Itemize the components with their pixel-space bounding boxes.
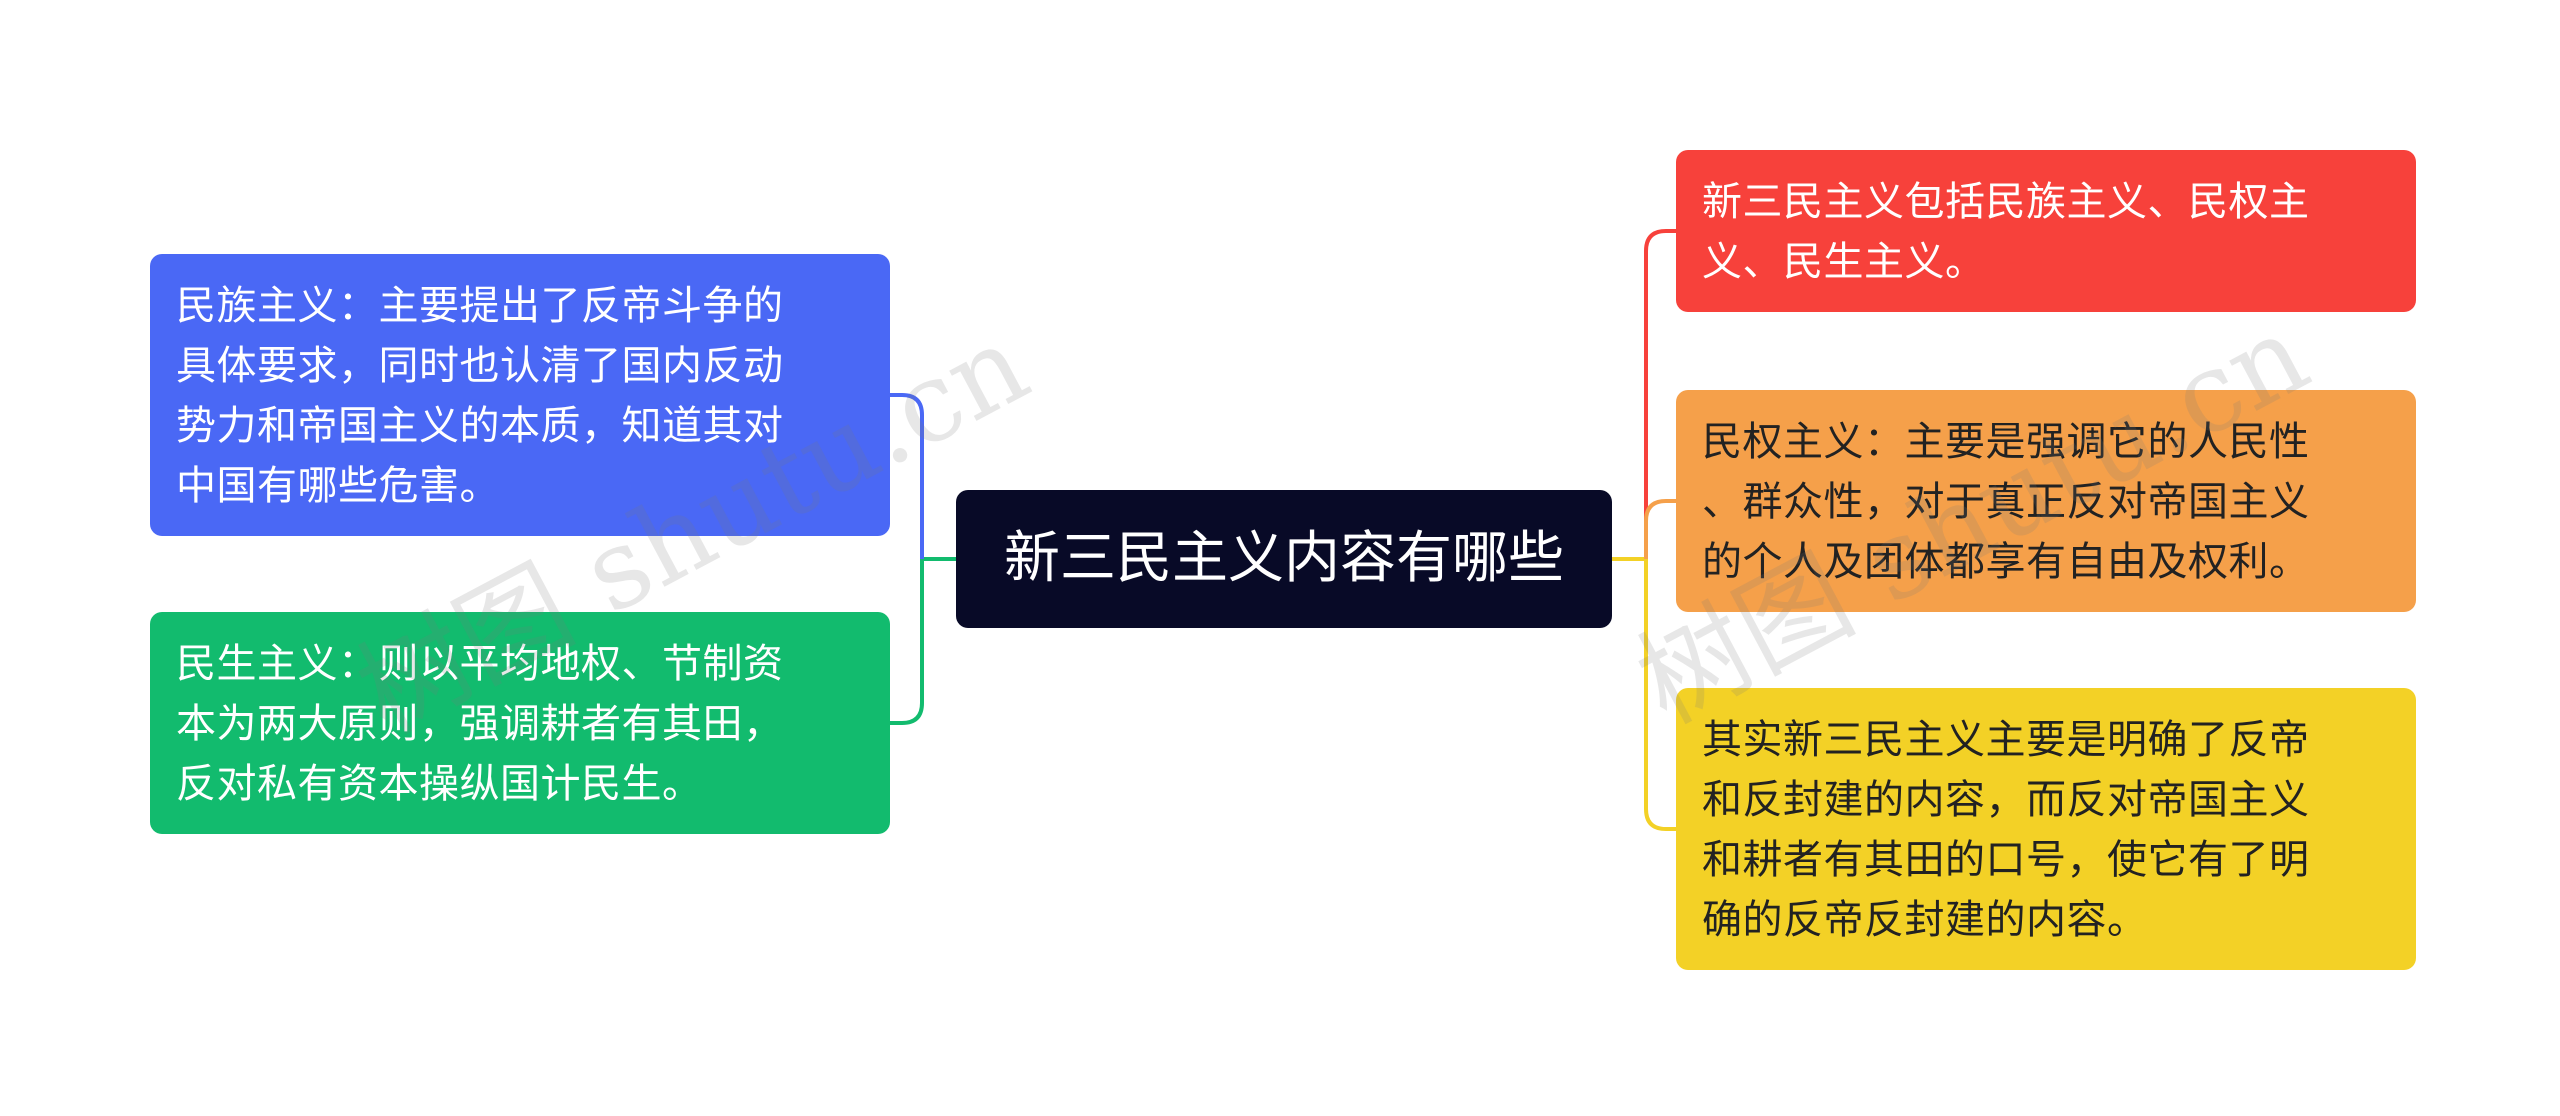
topic-text-line: 反对私有资本操纵国计民生。: [176, 761, 703, 807]
connector-includes: [1644, 229, 1676, 559]
topic-nationalism[interactable]: 民族主义：主要提出了反帝斗争的 具体要求，同时也认清了国内反动 势力和帝国主义的…: [150, 254, 890, 536]
connector-livelihood: [890, 559, 924, 725]
connector-nationalism: [890, 393, 924, 559]
central-topic[interactable]: 新三民主义内容有哪些: [956, 490, 1612, 628]
topic-text-line: 和耕者有其田的口号，使它有了明: [1702, 837, 2310, 883]
topic-includes[interactable]: 新三民主义包括民族主义、民权主 义、民生主义。: [1676, 150, 2416, 312]
topic-text-line: 的个人及团体都享有自由及权利。: [1702, 539, 2310, 585]
topic-text-line: 其实新三民主义主要是明确了反帝: [1702, 717, 2310, 763]
topic-text-line: 民权主义：主要是强调它的人民性: [1702, 419, 2310, 465]
topic-democracy[interactable]: 民权主义：主要是强调它的人民性 、群众性，对于真正反对帝国主义 的个人及团体都享…: [1676, 390, 2416, 612]
topic-text-line: 新三民主义包括民族主义、民权主: [1702, 179, 2310, 225]
topic-text-line: 势力和帝国主义的本质，知道其对: [176, 403, 784, 449]
topic-livelihood[interactable]: 民生主义：则以平均地权、节制资 本为两大原则，强调耕者有其田， 反对私有资本操纵…: [150, 612, 890, 834]
topic-text-line: 中国有哪些危害。: [176, 463, 500, 509]
topic-text-line: 民族主义：主要提出了反帝斗争的: [176, 283, 784, 329]
topic-text-line: 、群众性，对于真正反对帝国主义: [1702, 479, 2310, 525]
topic-text-line: 民生主义：则以平均地权、节制资: [176, 641, 784, 687]
topic-text-line: 义、民生主义。: [1702, 239, 1986, 285]
topic-text-line: 本为两大原则，强调耕者有其田，: [176, 701, 784, 747]
topic-text-line: 和反封建的内容，而反对帝国主义: [1702, 777, 2310, 823]
topic-text-line: 确的反帝反封建的内容。: [1702, 897, 2148, 943]
connector-summary: [1644, 559, 1676, 831]
topic-text-line: 具体要求，同时也认清了国内反动: [176, 343, 784, 389]
connector-democracy: [1644, 499, 1676, 559]
topic-summary[interactable]: 其实新三民主义主要是明确了反帝 和反封建的内容，而反对帝国主义 和耕者有其田的口…: [1676, 688, 2416, 970]
